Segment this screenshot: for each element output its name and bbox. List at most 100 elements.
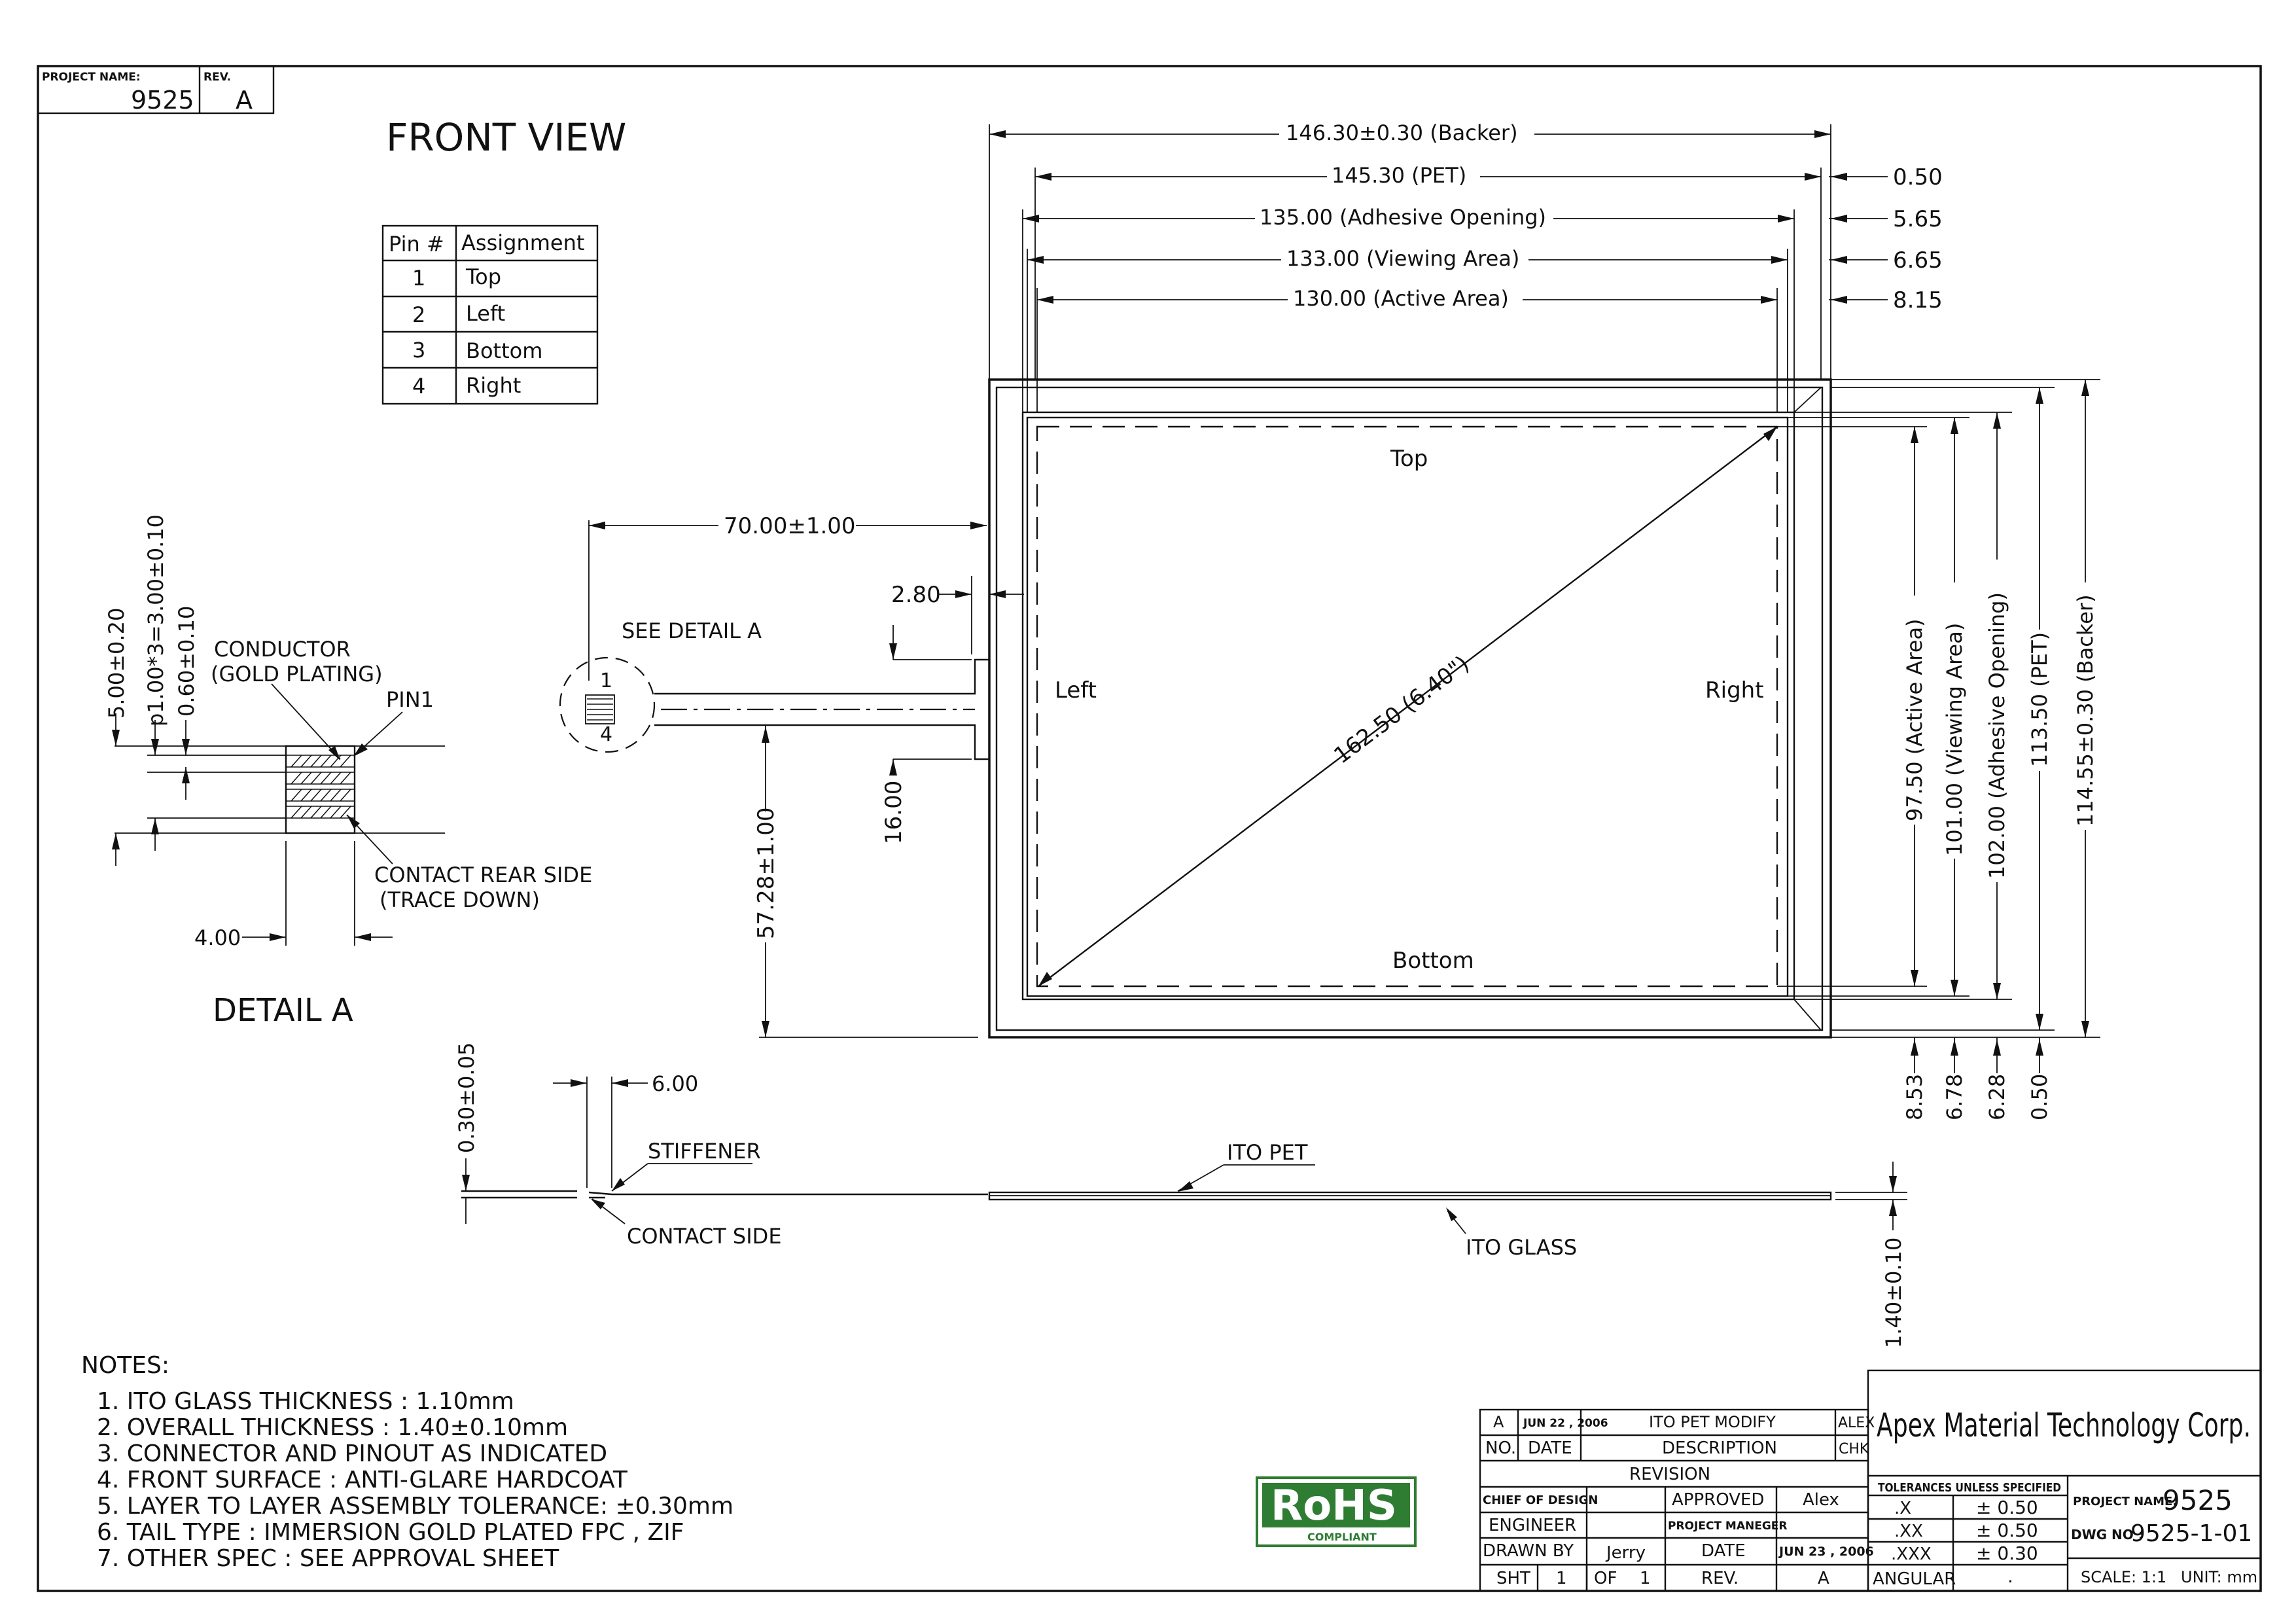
side-dim-thickness: 0.30±0.05 bbox=[454, 1043, 479, 1153]
dwg-no-value: 9525-1-01 bbox=[2130, 1520, 2252, 1547]
label-right: Right bbox=[1705, 677, 1764, 704]
pin-number: 1 bbox=[412, 266, 425, 291]
pin-table: Pin # Assignment 1 Top 2 Left 3 Bottom 4… bbox=[381, 224, 599, 405]
scale-label: SCALE: 1:1 bbox=[2081, 1568, 2166, 1586]
dim-tail-offset: 2.80 bbox=[891, 582, 941, 608]
pin-number: 4 bbox=[412, 374, 425, 399]
dim-bottom-628: 6.28 bbox=[1985, 1074, 2009, 1120]
drawn-by-label: DRAWN BY bbox=[1483, 1541, 1574, 1561]
of-label: OF bbox=[1594, 1569, 1617, 1588]
side-ito-glass: ITO GLASS bbox=[1466, 1235, 1577, 1260]
side-ito-pet: ITO PET bbox=[1227, 1140, 1308, 1165]
dwg-no-label: DWG NO : bbox=[2071, 1527, 2144, 1543]
rev-value: A bbox=[236, 86, 253, 115]
tol-key: .XX bbox=[1894, 1522, 1923, 1541]
label-pin4: 4 bbox=[600, 723, 612, 746]
dim-backer-height: 114.55±0.30 (Backer) bbox=[2073, 594, 2098, 827]
approved-label: APPROVED bbox=[1672, 1490, 1764, 1510]
side-dim-overall: 1.40±0.10 bbox=[1881, 1238, 1906, 1348]
sht-number: 1 bbox=[1556, 1569, 1567, 1588]
project-box: PROJECT NAME: 9525 REV. A bbox=[37, 65, 275, 115]
dim-active-width: 130.00 (Active Area) bbox=[1293, 286, 1509, 311]
tol-key: .XXX bbox=[1891, 1544, 1932, 1564]
rohs-text: RoHS bbox=[1271, 1482, 1397, 1530]
tol-key: ANGULAR bbox=[1873, 1569, 1956, 1589]
note-item: 6. TAIL TYPE : IMMERSION GOLD PLATED FPC… bbox=[97, 1519, 684, 1546]
tb-project-name-label: PROJECT NAME: bbox=[2073, 1495, 2178, 1508]
rev-label-bottom: REV. bbox=[1701, 1569, 1739, 1588]
detail-trace-down: (TRACE DOWN) bbox=[380, 887, 540, 912]
note-item: 2. OVERALL THICKNESS : 1.40±0.10mm bbox=[97, 1414, 568, 1441]
project-manager-label: PROJECT MANEGER bbox=[1668, 1520, 1788, 1533]
detail-gold-plating: (GOLD PLATING) bbox=[211, 662, 383, 687]
project-name-label: PROJECT NAME: bbox=[42, 71, 141, 84]
notes-heading: NOTES: bbox=[81, 1352, 169, 1379]
rev-row-description: ITO PET MODIFY bbox=[1649, 1413, 1776, 1431]
note-item: 3. CONNECTOR AND PINOUT AS INDICATED bbox=[97, 1440, 607, 1467]
dim-bottom-050: 0.50 bbox=[2027, 1074, 2052, 1120]
tol-value: ± 0.30 bbox=[1976, 1543, 2038, 1564]
detail-dim-pitch: p1.00*3=3.00±0.10 bbox=[143, 514, 168, 726]
detail-a: CONDUCTOR (GOLD PLATING) PIN1 CONTACT RE… bbox=[104, 514, 592, 1029]
note-item: 7. OTHER SPEC : SEE APPROVAL SHEET bbox=[97, 1545, 559, 1572]
pin-number: 2 bbox=[412, 302, 425, 327]
rev-value-bottom: A bbox=[1818, 1569, 1829, 1588]
label-bottom: Bottom bbox=[1392, 948, 1474, 974]
dim-adhesive-width: 135.00 (Adhesive Opening) bbox=[1260, 205, 1546, 230]
dim-offset-665: 6.65 bbox=[1893, 247, 1943, 274]
detail-a-title: DETAIL A bbox=[213, 992, 353, 1029]
height-dimensions: 97.50 (Active Area) 101.00 (Viewing Area… bbox=[1777, 379, 2100, 1120]
dim-pet-height: 113.50 (PET) bbox=[2027, 632, 2052, 767]
dim-offset-815: 8.15 bbox=[1893, 287, 1943, 313]
rev-row-chk: ALEX bbox=[1838, 1415, 1875, 1431]
detail-conductor: CONDUCTOR bbox=[214, 637, 351, 662]
rev-row-no: A bbox=[1493, 1413, 1504, 1431]
dim-tail-height: 57.28±1.00 bbox=[753, 807, 779, 939]
side-view: 0.30±0.05 6.00 STIFFENER CONTACT SIDE IT… bbox=[454, 1043, 1907, 1348]
tol-value: ± 0.50 bbox=[1976, 1497, 2038, 1518]
project-name-value: 9525 bbox=[131, 86, 194, 115]
label-pin1: 1 bbox=[600, 669, 612, 692]
rev-label: REV. bbox=[203, 71, 231, 84]
pin-table-header-pin: Pin # bbox=[389, 232, 444, 257]
notes: NOTES: 1. ITO GLASS THICKNESS : 1.10mm 2… bbox=[81, 1352, 733, 1572]
pin-assignment: Top bbox=[465, 264, 501, 289]
dim-bottom-853: 8.53 bbox=[1902, 1074, 1927, 1120]
dim-adhesive-height: 102.00 (Adhesive Opening) bbox=[1985, 592, 2009, 879]
rev-header-no: NO. bbox=[1485, 1438, 1516, 1458]
width-dimensions: 146.30±0.30 (Backer) 145.30 (PET) 135.00… bbox=[989, 120, 1943, 412]
rev-header-description: DESCRIPTION bbox=[1662, 1438, 1777, 1458]
drawer-name: Jerry bbox=[1605, 1543, 1646, 1563]
pin-assignment: Bottom bbox=[466, 338, 542, 363]
detail-pin1: PIN1 bbox=[386, 687, 434, 712]
tol-value: ± 0.50 bbox=[1976, 1520, 2038, 1541]
note-item: 4. FRONT SURFACE : ANTI-GLARE HARDCOAT bbox=[97, 1467, 628, 1493]
dim-pet-width: 145.30 (PET) bbox=[1332, 163, 1466, 188]
note-item: 1. ITO GLASS THICKNESS : 1.10mm bbox=[97, 1388, 514, 1415]
detail-dim-pad: 0.60±0.10 bbox=[174, 606, 199, 717]
fpc-tail: 1 4 SEE DETAIL A 70.00±1.00 2.80 16.00 5… bbox=[559, 513, 1024, 1038]
sheet-border bbox=[37, 65, 2262, 1592]
label-top: Top bbox=[1390, 446, 1428, 472]
sht-label: SHT bbox=[1496, 1569, 1530, 1588]
tb-project-name-value: 9525 bbox=[2163, 1484, 2233, 1516]
dim-bottom-678: 6.78 bbox=[1942, 1074, 1967, 1120]
dim-offset-050: 0.50 bbox=[1893, 164, 1943, 190]
revision-label: REVISION bbox=[1629, 1465, 1710, 1484]
pin-table-header-assignment: Assignment bbox=[461, 230, 584, 255]
approved-by: Alex bbox=[1803, 1490, 1839, 1510]
side-contact-side: CONTACT SIDE bbox=[627, 1224, 782, 1249]
touch-panel-front: 162.50 (6.40") Top Left Right Bottom bbox=[988, 378, 1832, 1039]
dim-offset-565: 5.65 bbox=[1893, 206, 1943, 232]
dim-active-height: 97.50 (Active Area) bbox=[1902, 618, 1927, 821]
label-left: Left bbox=[1055, 677, 1097, 704]
dim-viewing-width: 133.00 (Viewing Area) bbox=[1286, 246, 1519, 271]
rev-header-chk: CHK bbox=[1839, 1441, 1869, 1457]
date-label: DATE bbox=[1701, 1541, 1746, 1561]
of-number: 1 bbox=[1640, 1569, 1651, 1588]
tol-value: . bbox=[2007, 1565, 2013, 1587]
date-value: JUN 23 , 2006 bbox=[1778, 1544, 1874, 1559]
dim-viewing-height: 101.00 (Viewing Area) bbox=[1942, 623, 1967, 856]
rohs-compliant: COMPLIANT bbox=[1307, 1531, 1377, 1543]
